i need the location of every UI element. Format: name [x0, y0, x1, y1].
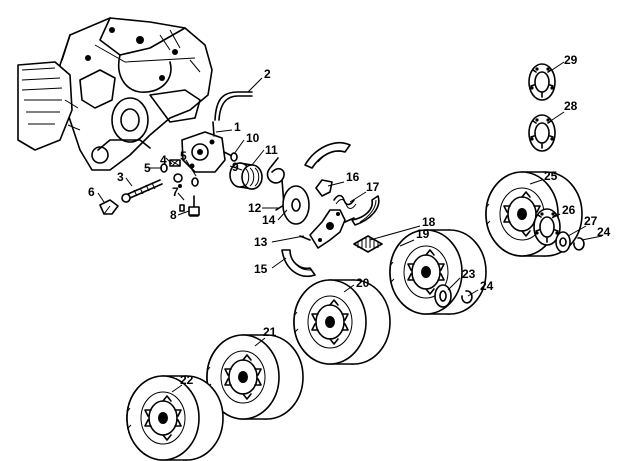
- worm-gear-9: [229, 162, 263, 190]
- callout-5a: 5: [180, 149, 187, 163]
- callout-20: 20: [356, 276, 370, 290]
- callout-11: 11: [265, 143, 278, 157]
- clutch-shoe-top: [304, 141, 351, 169]
- callout-5b: 5: [144, 161, 151, 175]
- e-clip-24-lower: [461, 290, 473, 304]
- small-parts: [160, 159, 200, 217]
- callout-2: 2: [264, 67, 271, 81]
- callout-23: 23: [462, 267, 476, 281]
- plug-6: [99, 199, 119, 215]
- callout-24-lower: 24: [480, 279, 494, 293]
- callout-3: 3: [117, 170, 124, 184]
- callout-13: 13: [254, 235, 268, 249]
- callout-21: 21: [263, 325, 277, 339]
- callout-9: 9: [232, 160, 239, 174]
- callout-24-upper: 24: [597, 225, 611, 239]
- callout-28: 28: [564, 99, 578, 113]
- callout-27: 27: [584, 214, 598, 228]
- washer-23: [434, 284, 452, 308]
- clutch-drum-22: [126, 375, 224, 461]
- clutch-shoe-right: [351, 195, 380, 226]
- callout-17: 17: [366, 180, 380, 194]
- callout-22: 22: [180, 373, 194, 387]
- callout-15: 15: [254, 262, 268, 276]
- callout-8: 8: [170, 208, 177, 222]
- clutch-washer-14: [282, 185, 310, 225]
- callout-12: 12: [248, 201, 262, 215]
- callout-6: 6: [88, 185, 95, 199]
- clutch-spring-16: [315, 179, 333, 197]
- callout-25: 25: [544, 169, 558, 183]
- clutch-shoe-15: [281, 249, 316, 277]
- rim-sprocket-28: [528, 114, 556, 152]
- callout-4: 4: [160, 153, 167, 167]
- leader-lines: [97, 61, 603, 393]
- callout-26: 26: [562, 203, 576, 217]
- clutch-drum-20: [293, 279, 391, 365]
- needle-cage-18: [353, 235, 383, 253]
- callout-7: 7: [172, 185, 179, 199]
- callout-1: 1: [234, 120, 241, 134]
- callout-10: 10: [246, 131, 260, 145]
- clutch-hub-13: [299, 209, 355, 249]
- rim-sprocket-29: [528, 63, 556, 101]
- spring-11: [266, 157, 285, 211]
- callout-14: 14: [262, 213, 276, 227]
- oil-pump-assembly: [181, 91, 253, 173]
- callout-16: 16: [346, 170, 360, 184]
- e-clip-24-upper: [573, 237, 585, 251]
- pump-shaft-3: [121, 179, 163, 203]
- callout-29: 29: [564, 53, 578, 67]
- callout-18: 18: [422, 215, 436, 229]
- callout-19: 19: [416, 227, 430, 241]
- washer-27: [555, 231, 571, 253]
- callouts: 2 1 10 11 9 5 4 5 3 6 7 8 12 14 13 15 16…: [88, 53, 611, 387]
- screw-10: [223, 151, 238, 162]
- engine-crankcase: [17, 17, 213, 171]
- clutch-spring-17: [333, 194, 357, 209]
